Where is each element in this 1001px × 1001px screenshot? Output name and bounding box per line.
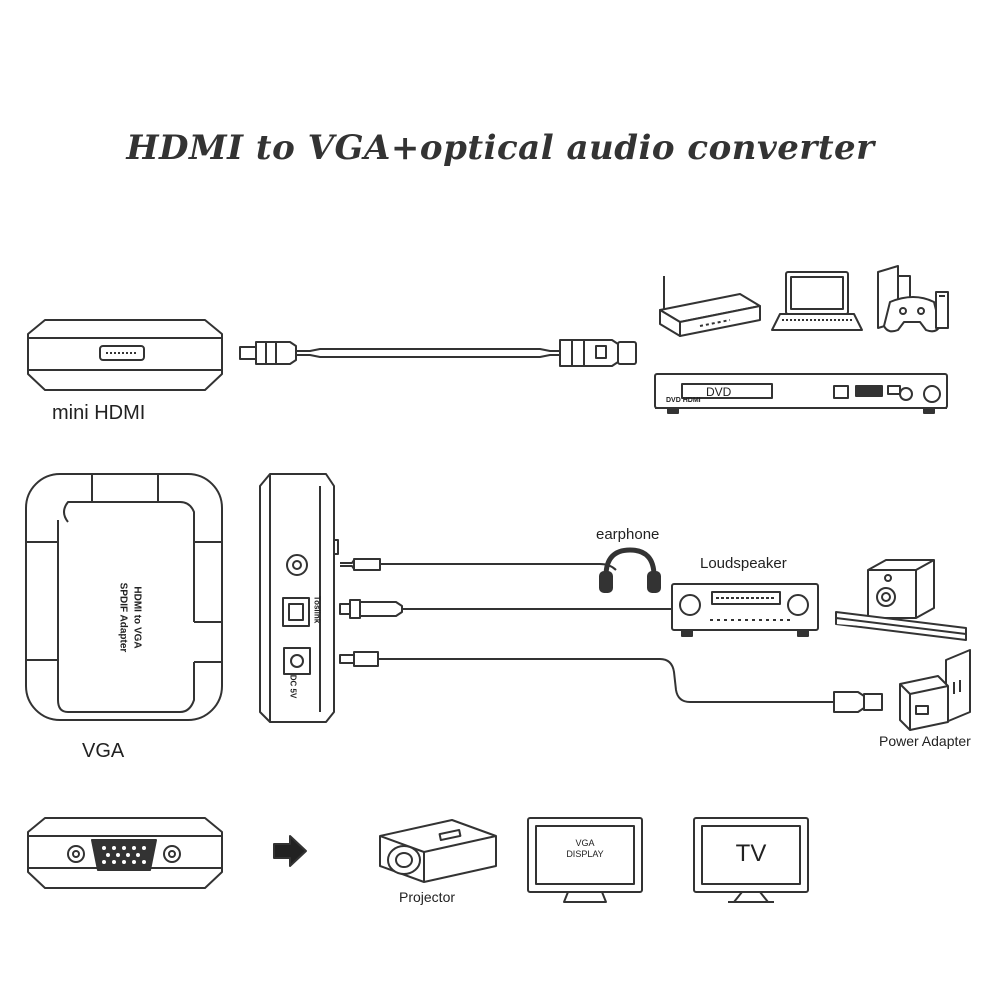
arrow-right-icon	[273, 835, 307, 867]
headphones-icon	[599, 547, 661, 593]
power-adapter-icon	[899, 649, 971, 731]
adapter-side-vga	[27, 817, 223, 889]
label-earphone: earphone	[596, 526, 660, 543]
diagram-title: HDMI to VGA+optical audio converter	[126, 128, 875, 168]
projector-icon	[379, 819, 497, 883]
port-label-toslink: Toslink	[312, 595, 322, 624]
label-loudspeaker: Loudspeaker	[700, 555, 787, 572]
adapter-name-line1: HDMI to VGA	[131, 586, 143, 649]
label-projector: Projector	[399, 889, 456, 905]
laptop-icon	[771, 271, 863, 331]
av-receiver-icon	[671, 583, 819, 637]
adapter-side-ports	[259, 473, 339, 723]
audio-cable	[340, 558, 617, 571]
dvd-player-icon	[654, 373, 948, 414]
hdmi-cable	[239, 339, 637, 367]
adapter-top-view	[25, 473, 223, 721]
optical-cable	[339, 599, 676, 619]
vga-display-text: VGA DISPLAY	[536, 838, 634, 860]
game-console-icon	[877, 265, 949, 333]
soundbar-icon	[835, 611, 967, 641]
vga-monitor-icon	[527, 817, 643, 903]
adapter-name-line2: SPDIF Adapter	[117, 582, 129, 653]
tv-icon	[693, 817, 809, 903]
adapter-side-mini-hdmi	[27, 319, 223, 391]
label-mini-hdmi: mini HDMI	[52, 402, 146, 424]
label-vga: VGA	[82, 740, 125, 762]
power-cable	[339, 651, 883, 713]
dvd-screen-label: DVD	[706, 385, 732, 399]
vga-display-line1: VGA	[575, 838, 595, 848]
tv-box-icon	[659, 276, 761, 337]
dvd-brand-label: DVD HDMI	[666, 397, 701, 404]
speaker-subwoofer-icon	[867, 559, 935, 619]
port-label-dc: DC 5V	[288, 674, 298, 699]
label-power-adapter: Power Adapter	[879, 733, 971, 749]
tv-screen-text: TV	[735, 840, 767, 867]
vga-display-line2: DISPLAY	[566, 849, 604, 859]
